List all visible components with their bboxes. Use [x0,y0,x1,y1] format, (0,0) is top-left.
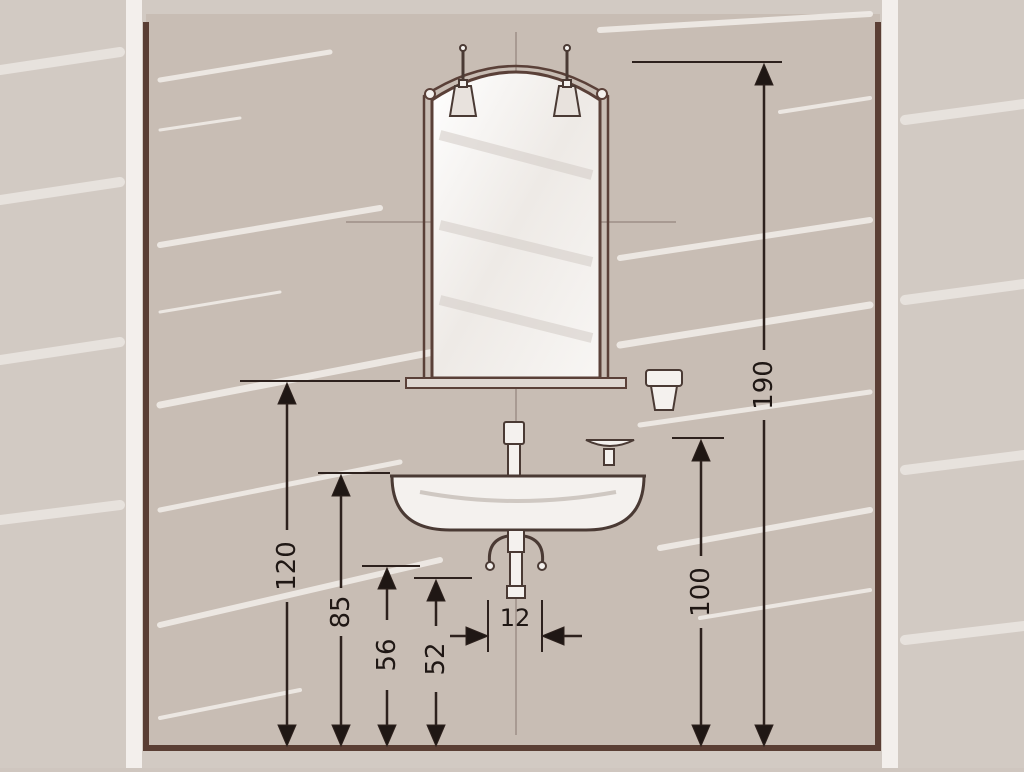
dimension-label-85: 85 [326,595,356,628]
paper-border-right [882,0,898,768]
wall-light-streaks [156,11,874,720]
mirror [405,64,627,389]
dimension-lines [240,61,782,748]
faucet-icon [503,421,525,477]
mirror-shelf [405,377,627,389]
paper-border-left [126,0,142,768]
wall-lamp-icon [448,44,478,117]
siphon-icon [485,529,547,599]
dimension-label-56: 56 [372,638,402,671]
mirror-frame-arch [422,64,610,378]
soap-dish-icon [585,439,635,466]
dimension-label-100: 100 [686,567,716,617]
outer-streaks [0,47,1024,645]
wall-lamp-icon [552,44,582,117]
dimension-label-190: 190 [749,360,779,410]
dimension-label-120: 120 [272,541,302,591]
dimension-label-12: 12 [500,604,531,632]
wall-frame [143,22,881,751]
dimension-label-52: 52 [421,642,451,675]
wash-basin [390,474,646,532]
cup-holder-icon [645,369,683,411]
